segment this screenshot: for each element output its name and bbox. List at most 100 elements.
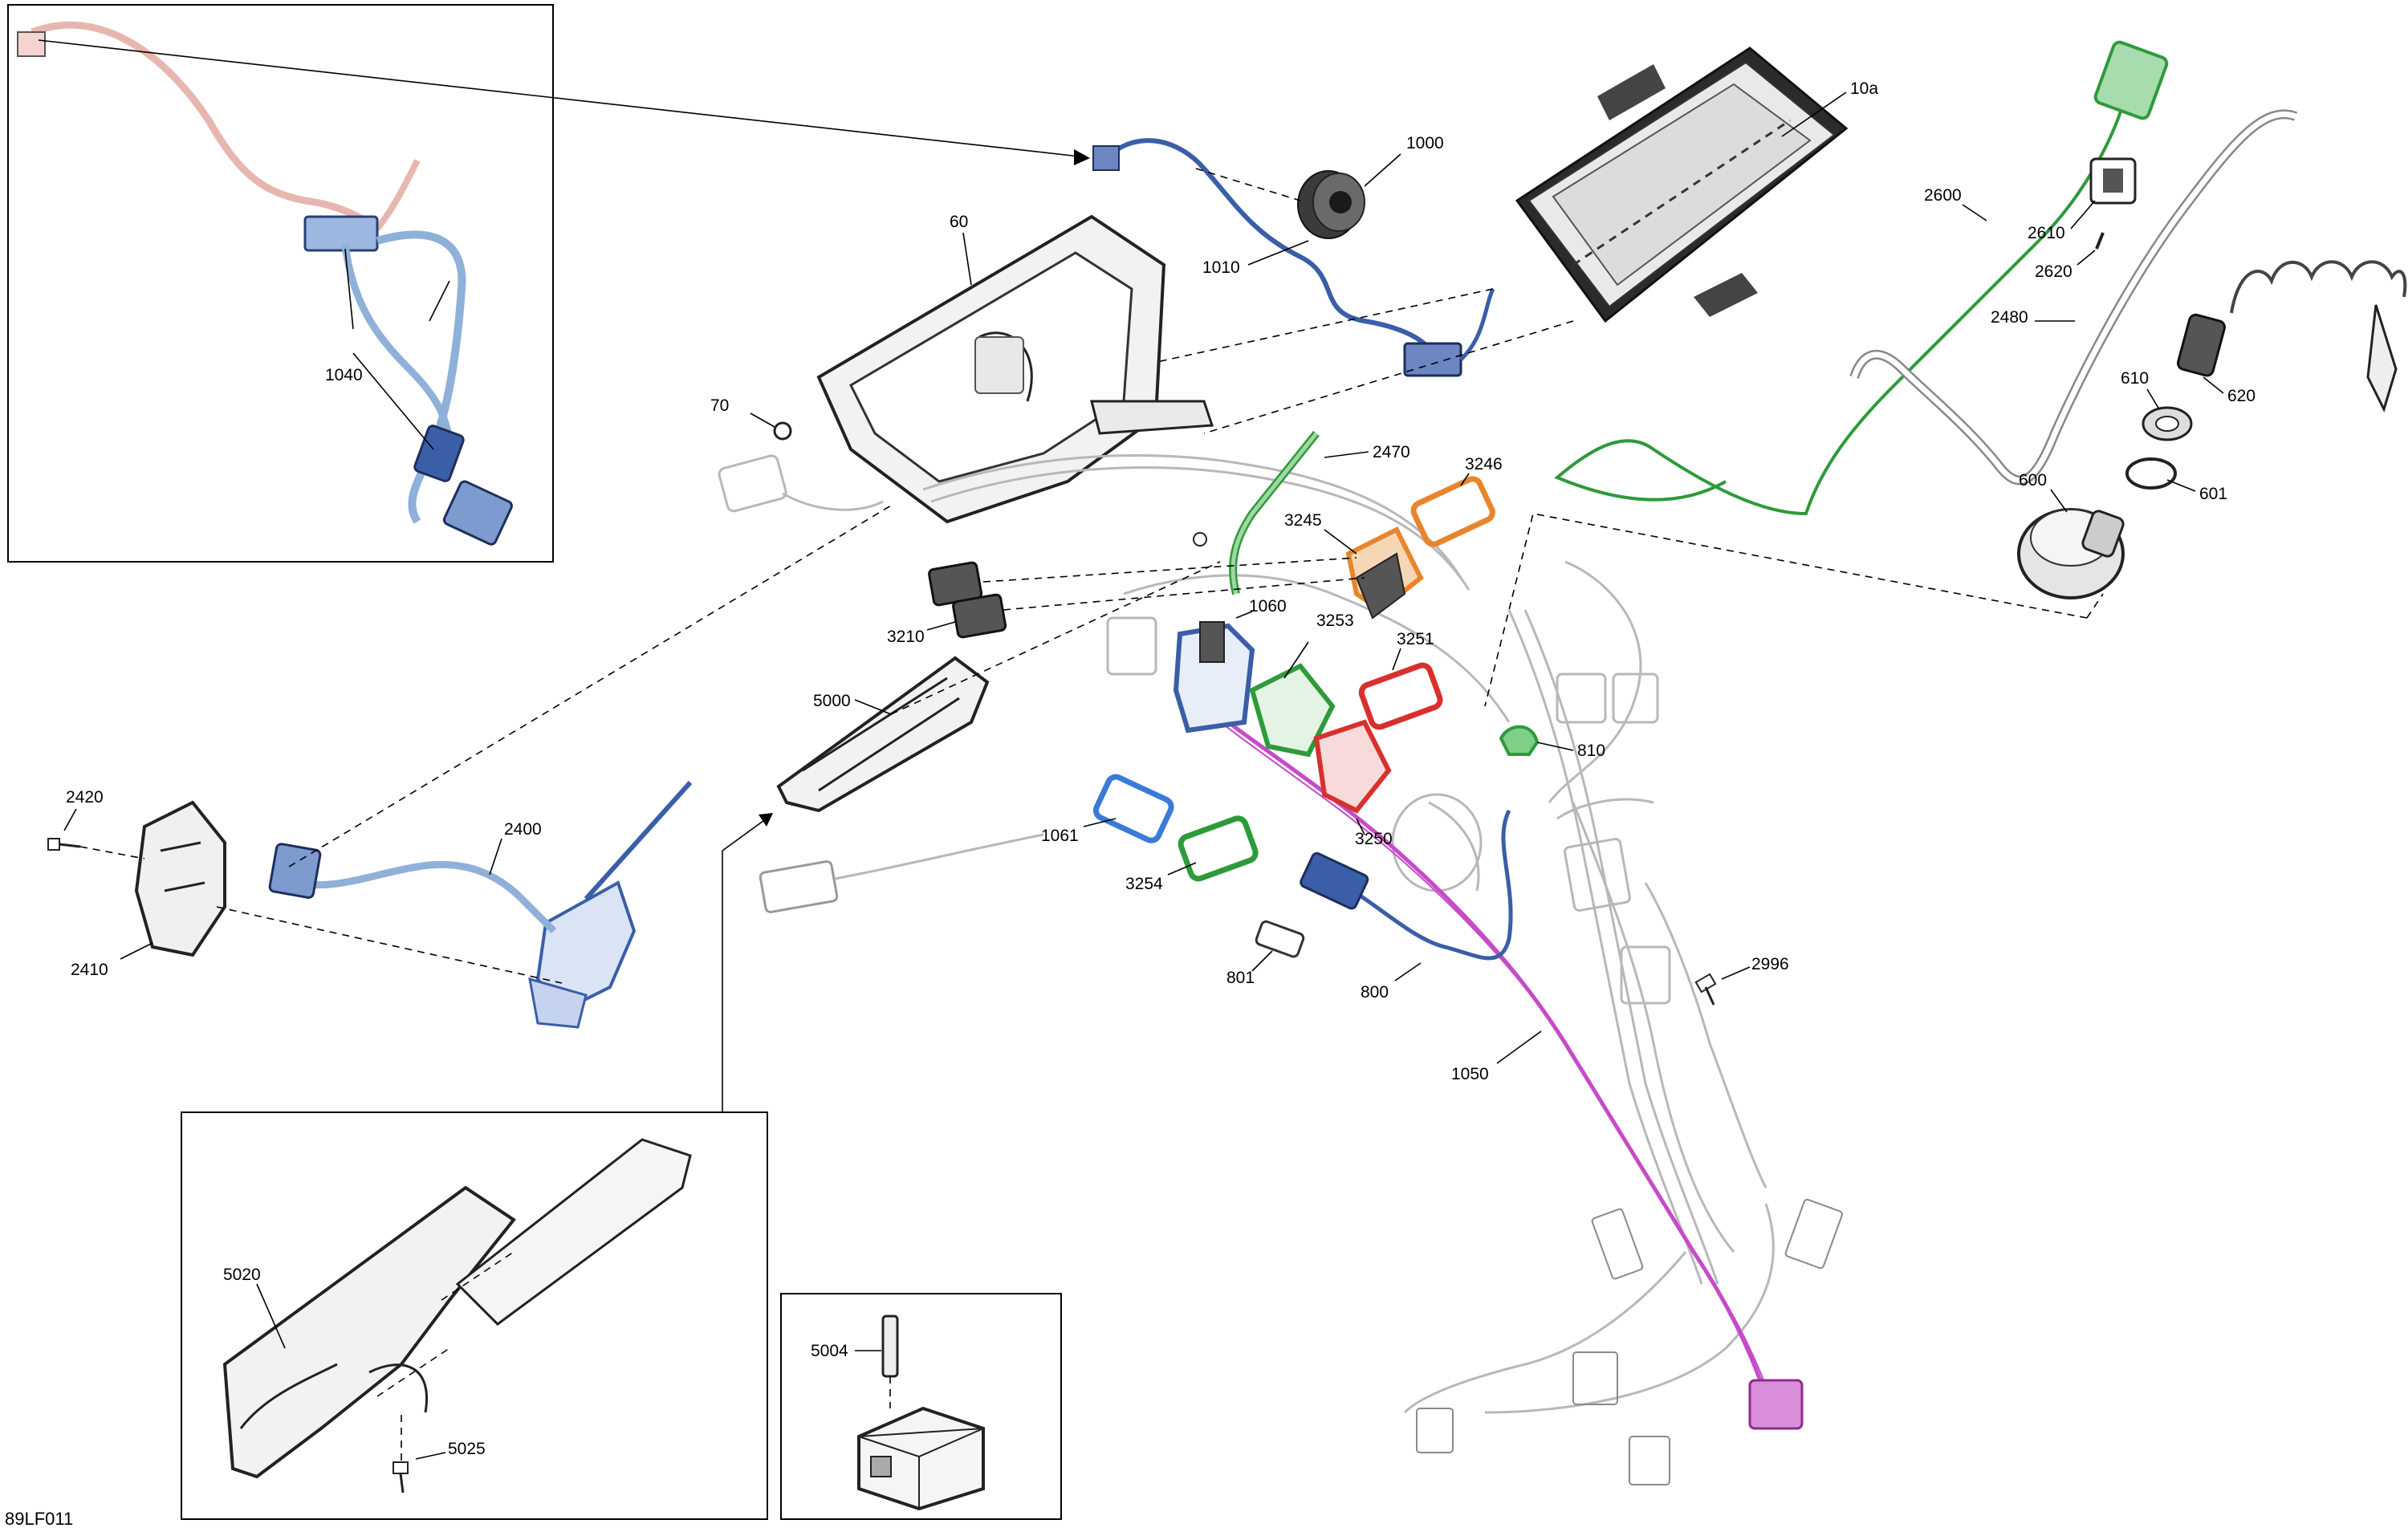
callout-620: 620: [2227, 387, 2255, 405]
blue-harness-wire: [376, 230, 466, 524]
leader-601: [2166, 479, 2196, 492]
gray-wire-5000: [834, 833, 1044, 880]
instrument-cluster-10a: [1515, 47, 1849, 323]
dash-5020-a: [441, 1251, 515, 1301]
ring-small: [1193, 532, 1207, 547]
leader-2620: [2076, 250, 2096, 266]
harness-1040: [17, 21, 513, 546]
leader-3250: [1356, 818, 1365, 835]
bezel-1061: [1092, 774, 1174, 843]
leader-70: [750, 412, 775, 428]
callout-3254: 3254: [1125, 875, 1163, 893]
gray-connector-left: [718, 454, 787, 513]
leader-5020: [256, 1283, 286, 1349]
switch-3250: [1313, 719, 1392, 814]
cover-5020: [222, 1138, 692, 1479]
leader-5000: [854, 699, 892, 715]
bezel-3254: [1178, 815, 1259, 882]
dash-3210-b: [1003, 577, 1365, 611]
screw-2996: [1694, 973, 1717, 1006]
harness-1010-clip: [1092, 145, 1120, 171]
callout-610: 610: [2121, 369, 2149, 388]
tube-2470-inner: [1230, 432, 1318, 595]
harness-1010-wire: [1106, 138, 1439, 359]
module-5004-block: [857, 1406, 985, 1511]
leader-1050: [1496, 1030, 1542, 1064]
washer-601: [2125, 457, 2177, 490]
inset-box-harness-1040: [7, 4, 554, 563]
inset-box-cover-5020: [181, 1111, 768, 1520]
harness-800: [1339, 809, 1513, 961]
leader-1040-a: [344, 248, 354, 330]
plug-801: [1255, 920, 1305, 958]
connector-1040-b: [442, 480, 513, 546]
connector-pair-1040: [303, 215, 379, 252]
switch-3253: [1249, 663, 1336, 758]
leader-2600: [1962, 204, 1987, 221]
relay-2610: [2089, 157, 2137, 205]
pin-5004: [881, 1315, 899, 1378]
main-wiring-harness: [922, 454, 1844, 1485]
dash-3210-a: [982, 557, 1357, 583]
screw-2420: [47, 838, 81, 851]
screw-5025: [393, 1461, 409, 1493]
dash-1000-socket: [1195, 168, 1301, 201]
dash-2400: [288, 505, 892, 868]
arrow-5020-inset-b: [722, 818, 767, 851]
tube-2480-inner: [1851, 111, 2297, 483]
leader-3246: [1460, 473, 1470, 486]
harness-1050-magenta: [1186, 689, 1768, 1397]
callout-2610: 2610: [2028, 224, 2065, 242]
leader-801: [1251, 950, 1273, 972]
connector-2400: [268, 843, 322, 899]
leader-2410: [120, 942, 153, 960]
callout-1000: 1000: [1406, 134, 1444, 152]
harness-2400-wire: [292, 860, 557, 934]
leader-610: [2146, 388, 2160, 410]
dash-5020-b: [376, 1347, 450, 1397]
callout-1060: 1060: [1249, 597, 1287, 616]
connector-1040-a: [413, 425, 465, 482]
connector-2600: [2093, 40, 2169, 120]
leader-600: [2050, 489, 2068, 513]
leader-1000: [1364, 153, 1401, 187]
harness-1010-connector: [1403, 342, 1462, 377]
callout-801: 801: [1226, 969, 1255, 987]
callout-5004: 5004: [811, 1342, 848, 1360]
arrowhead-2: [759, 813, 773, 827]
pin-2620: [2095, 232, 2105, 250]
callout-3246: 3246: [1465, 455, 1503, 473]
switch-1060: [1173, 621, 1255, 733]
callout-601: 601: [2199, 485, 2227, 503]
nut-610: [2142, 406, 2193, 441]
callout-5020: 5020: [223, 1266, 261, 1284]
callout-1061: 1061: [1041, 827, 1079, 845]
callout-60: 60: [950, 213, 968, 231]
leader-3254: [1167, 862, 1197, 876]
leader-2400: [489, 838, 502, 876]
grommet-810: [1499, 725, 1540, 756]
leader-2420: [63, 808, 77, 831]
callout-2600: 2600: [1924, 186, 1962, 205]
callout-70: 70: [710, 396, 729, 415]
callout-1050: 1050: [1451, 1065, 1489, 1083]
leader-800: [1394, 962, 1422, 981]
callout-3253: 3253: [1316, 612, 1354, 630]
callout-2400: 2400: [504, 820, 542, 839]
callout-5025: 5025: [448, 1440, 486, 1458]
pink-terminal: [17, 31, 46, 57]
ignition-switch-600: [2017, 508, 2125, 599]
cover-2410: [134, 800, 226, 957]
leader-2996: [1721, 966, 1751, 980]
screw-70: [773, 421, 792, 441]
harness-1010-branch: [1459, 287, 1495, 361]
callout-3251: 3251: [1397, 630, 1434, 648]
callout-2620: 2620: [2035, 262, 2072, 281]
connector-1050-end: [1748, 1379, 1804, 1430]
leader-1061: [1083, 818, 1117, 827]
dash-2420: [79, 846, 145, 859]
harness-2600: [1554, 87, 2129, 516]
bezel-3246: [1410, 476, 1495, 547]
leader-2610: [2070, 200, 2096, 230]
inset-box-module-5004: [780, 1293, 1062, 1520]
